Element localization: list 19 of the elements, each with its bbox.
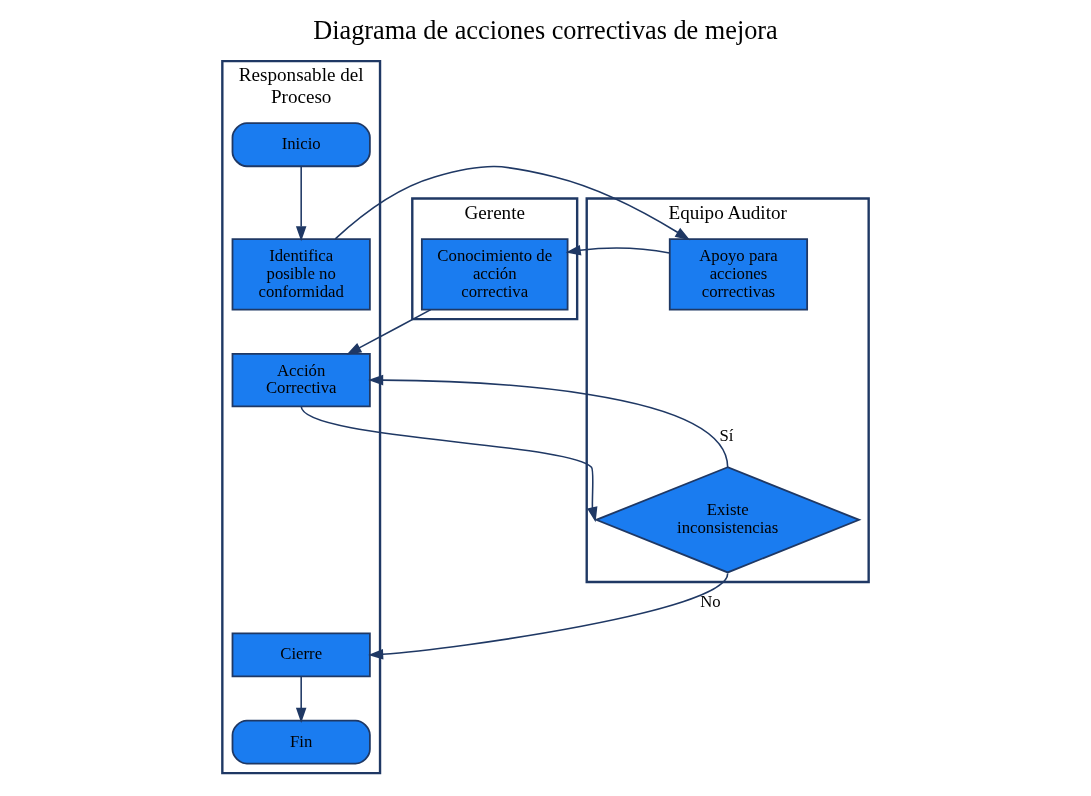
arrow (295, 675, 307, 723)
arrow (368, 572, 729, 660)
node-box: Fin (231, 719, 371, 765)
arrow (295, 165, 307, 242)
arrow (300, 405, 598, 523)
node-box: Conocimiento de acción correctiva (420, 238, 569, 311)
arrow (368, 374, 729, 469)
arrow (346, 308, 432, 355)
node-diamond: Existe inconsistencias (593, 466, 862, 574)
node-box: Inicio (231, 122, 371, 168)
node-box: Cierre (231, 632, 371, 678)
node-box: Identifica posible no conformidad (231, 238, 371, 311)
node-box: Acción Correctiva (231, 352, 371, 408)
edge-label: Sí (719, 426, 734, 446)
edge-label: No (700, 592, 721, 612)
arrow (334, 165, 691, 241)
arrow (565, 245, 671, 256)
node-box: Apoyo para acciones correctivas (668, 238, 809, 311)
diagram-title: Diagrama de acciones correctivas de mejora (313, 16, 778, 46)
